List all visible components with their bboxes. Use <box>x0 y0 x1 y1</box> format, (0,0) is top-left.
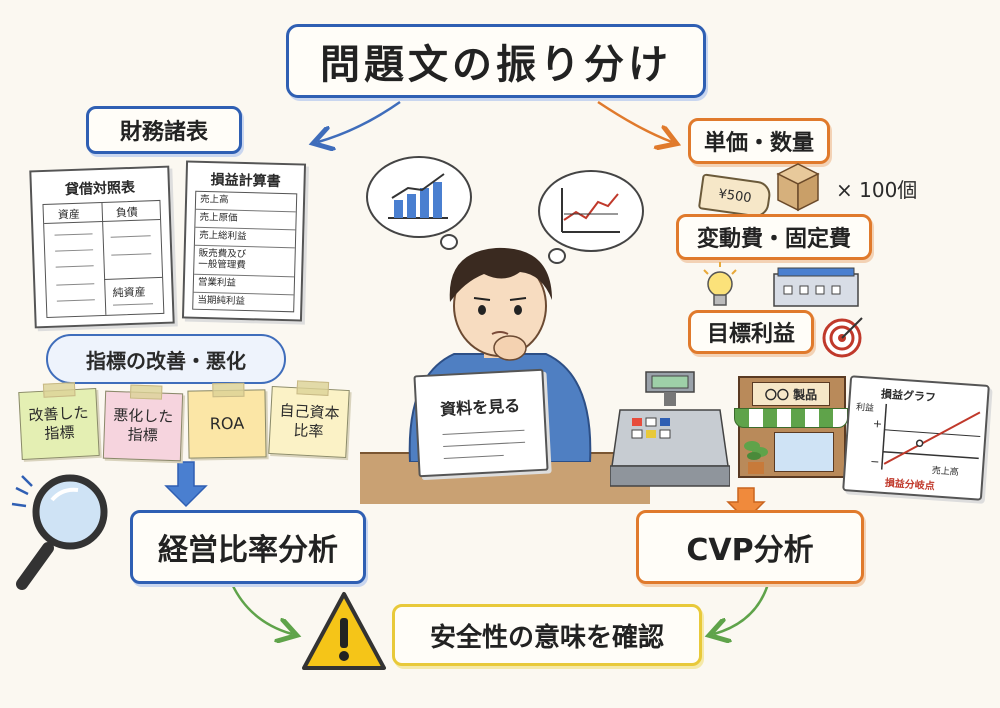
assets-label: 資産 <box>57 207 81 222</box>
magnifier-icon <box>11 474 108 590</box>
target-icon <box>822 317 863 358</box>
bar-chart-icon <box>388 173 448 219</box>
graph-ylabel: 利益 <box>855 402 875 414</box>
ratio-analysis-box: 経営比率分析 <box>130 510 366 584</box>
breakeven-lines <box>880 403 981 470</box>
held-paper-text: 資料を見る <box>439 395 521 420</box>
plant-icon <box>744 441 768 474</box>
income-statement-table: 売上高 売上原価 売上総利益 販売費及び 一般管理費 営業利益 当期純利益 <box>192 190 298 313</box>
is-row: 当期純利益 <box>197 294 246 307</box>
graph-bep-label: 損益分岐点 <box>884 477 936 493</box>
shop-awning <box>734 408 848 428</box>
balance-sheet-title: 貸借対照表 <box>64 179 136 199</box>
net-assets-label: 純資産 <box>112 285 146 300</box>
arrow-ratio-to-safety <box>230 583 292 634</box>
sticky-roa: ROA <box>187 382 267 459</box>
conclusion-box: 安全性の意味を確認 <box>392 604 702 666</box>
quantity-text: × 100個 <box>836 178 918 202</box>
graph-minus: − <box>869 454 880 469</box>
thought-cloud-bar <box>366 156 472 238</box>
income-statement-doc: 損益計算書 売上高 売上原価 売上総利益 販売費及び 一般管理費 営業利益 当期… <box>181 160 307 322</box>
arrow-to-financial <box>318 100 401 142</box>
breakeven-graph-card: 損益グラフ 利益 + − 売上高 損益分岐点 <box>842 375 990 501</box>
cvp-analysis-box: CVP分析 <box>636 510 864 584</box>
arrow-down-blue <box>164 461 208 508</box>
arrow-to-unitprice <box>597 100 672 142</box>
balance-sheet-table: 資産 負債 純資産 <box>42 199 165 318</box>
liabilities-label: 負債 <box>115 205 139 220</box>
unit-price-label: 単価・数量 <box>688 118 830 164</box>
variable-fixed-cost-label: 変動費・固定費 <box>676 214 872 260</box>
cash-register-icon <box>610 371 730 487</box>
thought-bubble-dot-2 <box>548 248 566 264</box>
sticky-equity-ratio: 自己資本 比率 <box>268 380 350 458</box>
graph-plus: + <box>872 416 883 431</box>
cardboard-box-icon <box>776 163 820 212</box>
main-title: 問題文の振り分け <box>320 42 672 88</box>
is-row: 販売費及び 一般管理費 <box>194 245 295 277</box>
price-tag-text: ¥500 <box>717 186 753 206</box>
shop-window <box>774 432 834 472</box>
graph-title: 損益グラフ <box>880 387 937 405</box>
indicators-label: 指標の改善・悪化 <box>46 334 286 384</box>
sticky-worsened: 悪化した 指標 <box>102 384 184 462</box>
held-paper: 資料を見る <box>413 368 549 478</box>
thought-bubble-dot <box>440 234 458 250</box>
financial-statements-label: 財務諸表 <box>86 106 242 154</box>
balance-sheet-doc: 貸借対照表 資産 負債 純資産 <box>29 165 175 329</box>
shop-sign: 〇〇 製品 <box>752 382 830 406</box>
main-title-box: 問題文の振り分け <box>286 24 706 98</box>
factory-icon <box>773 267 859 307</box>
income-statement-title: 損益計算書 <box>210 172 281 190</box>
warning-icon <box>302 592 386 670</box>
target-profit-label: 目標利益 <box>688 310 814 354</box>
arrow-cvp-to-safety <box>714 583 770 634</box>
line-chart-icon <box>561 188 620 233</box>
light-bulb-icon <box>703 262 737 306</box>
sticky-improved: 改善した 指標 <box>18 382 100 460</box>
